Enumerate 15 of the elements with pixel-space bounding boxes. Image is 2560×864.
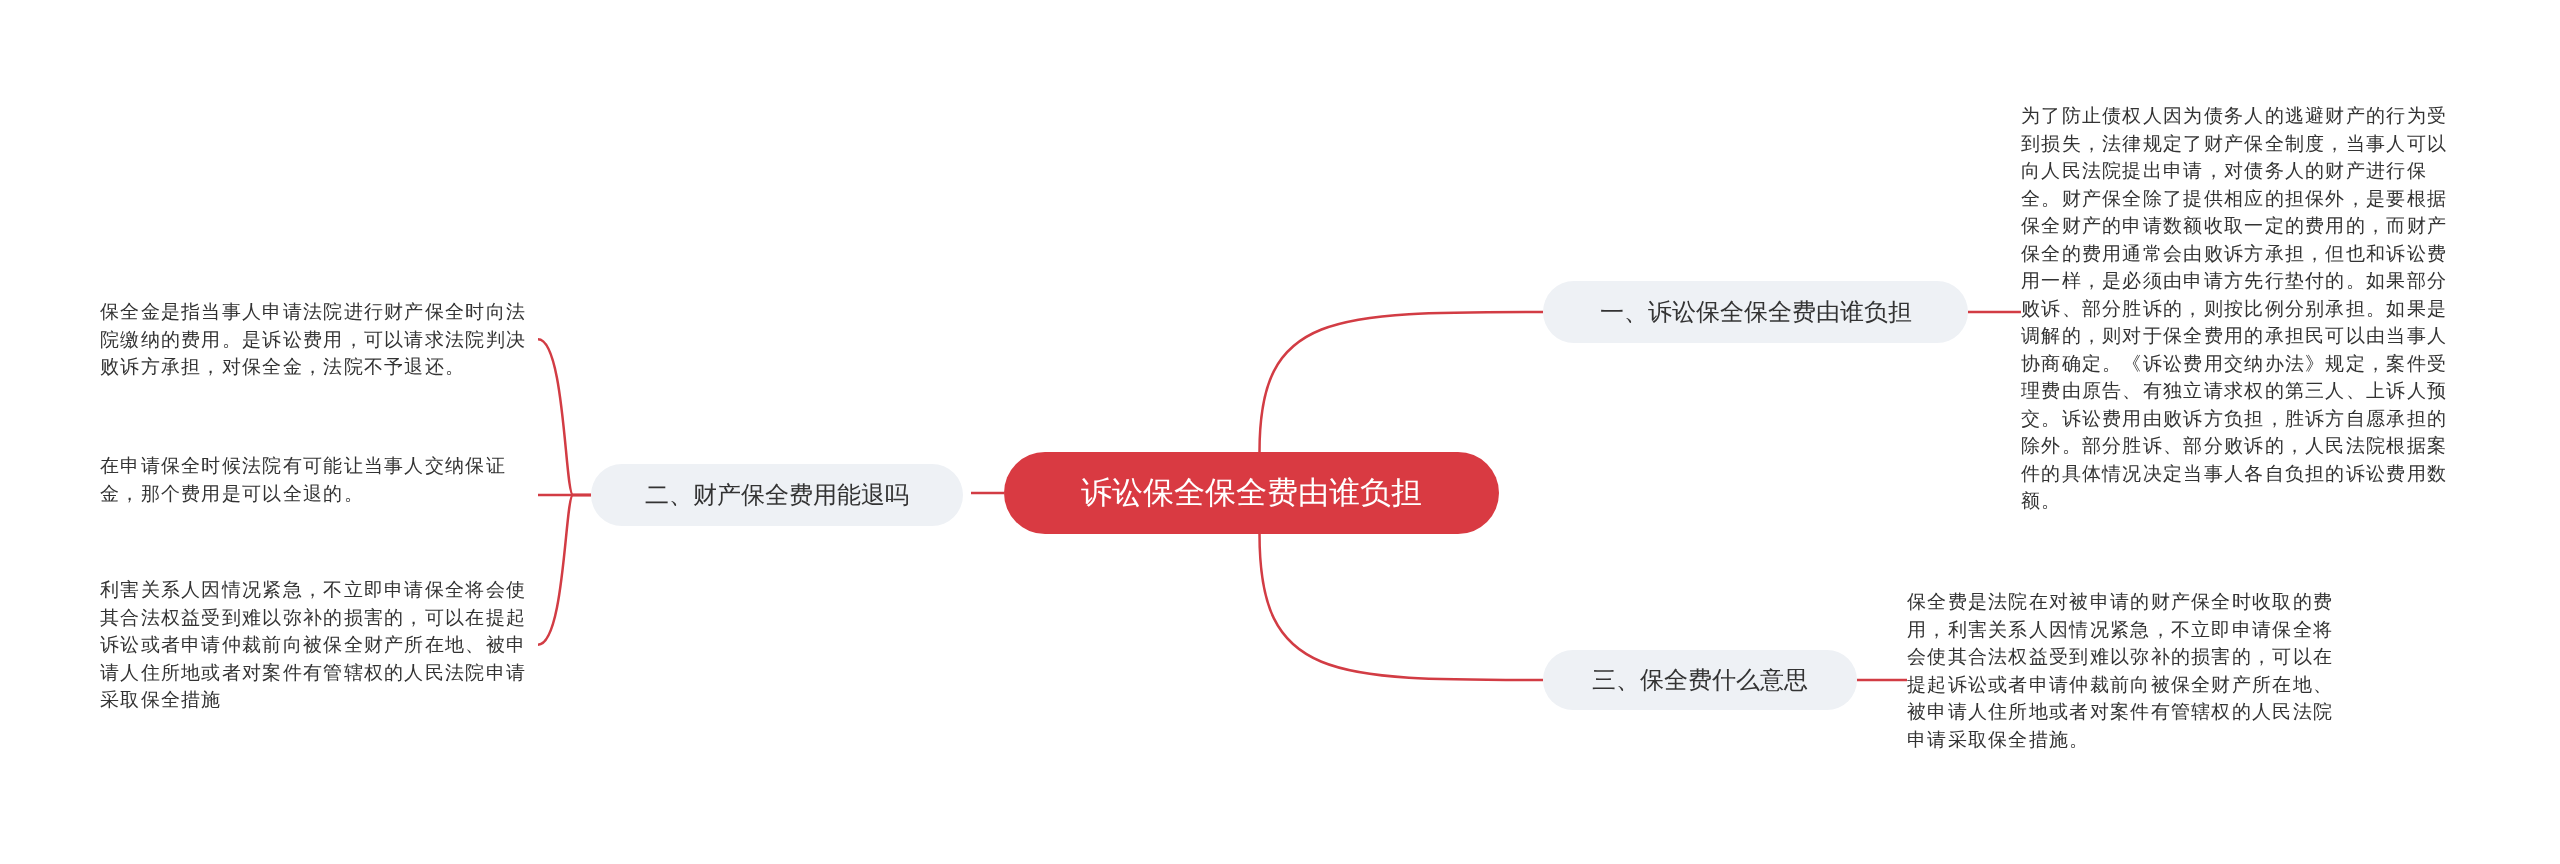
note-text: 利害关系人因情况紧急，不立即申请保全将会使其合法权益受到难以弥补的损害的，可以在提起诉讼或者申请仲裁前向被保全财产所在地、被申请人住所地或者对案件有管辖权的人民法院申请采取保全措施 [100,576,530,714]
central-topic: 诉讼保全保全费由谁负担 [1004,452,1499,534]
topic-pill: 三、保全费什么意思 [1543,650,1857,710]
connector-line [971,491,1004,495]
connector-line [1968,310,2021,314]
topic-pill: 一、诉讼保全保全费由谁负担 [1543,281,1968,343]
connector-line [1258,533,1543,682]
note-text: 保全金是指当事人申请法院进行财产保全时向法院缴纳的费用。是诉讼费用，可以请求法院判决败诉方承担，对保全金，法院不予退还。 [100,298,530,381]
note-text: 为了防止债权人因为债务人的逃避财产的行为受到损失，法律规定了财产保全制度，当事人可以向人民法院提出申请，对债务人的财产进行保全。财产保全除了提供相应的担保外，是要根据保全财产的申请数额收取一定的费用的，而财产保全的费用通常会由败诉方承担，但也和诉讼费用一样，是必须由申请方先行垫付的。如果部分败诉、部分胜诉的，则按比例分别承担。如果是调解的，则对于保全费用的承担民可以由当事人协商确定。《诉讼费用交纳办法》规定，案件受理费由原告、有独立请求权的第三人、上诉人预交。诉讼费用由败诉方负担，胜诉方自愿承担的除外。部分胜诉、部分败诉的，人民法院根据案件的具体情况决定当事人各自负担的诉讼费用数额。 [2021,102,2451,515]
note-text: 在申请保全时候法院有可能让当事人交纳保证金，那个费用是可以全退的。 [100,452,530,507]
connector-line [537,493,591,646]
connector-line [1258,310,1543,453]
topic-pill: 二、财产保全费用能退吗 [591,464,963,526]
connector-line [1857,678,1907,682]
note-text: 保全费是法院在对被申请的财产保全时收取的费用，利害关系人因情况紧急，不立即申请保全将会使其合法权益受到难以弥补的损害的，可以在提起诉讼或者申请仲裁前向被保全财产所在地、被申请人住所地或者对案件有管辖权的人民法院申请采取保全措施。 [1907,588,2337,753]
